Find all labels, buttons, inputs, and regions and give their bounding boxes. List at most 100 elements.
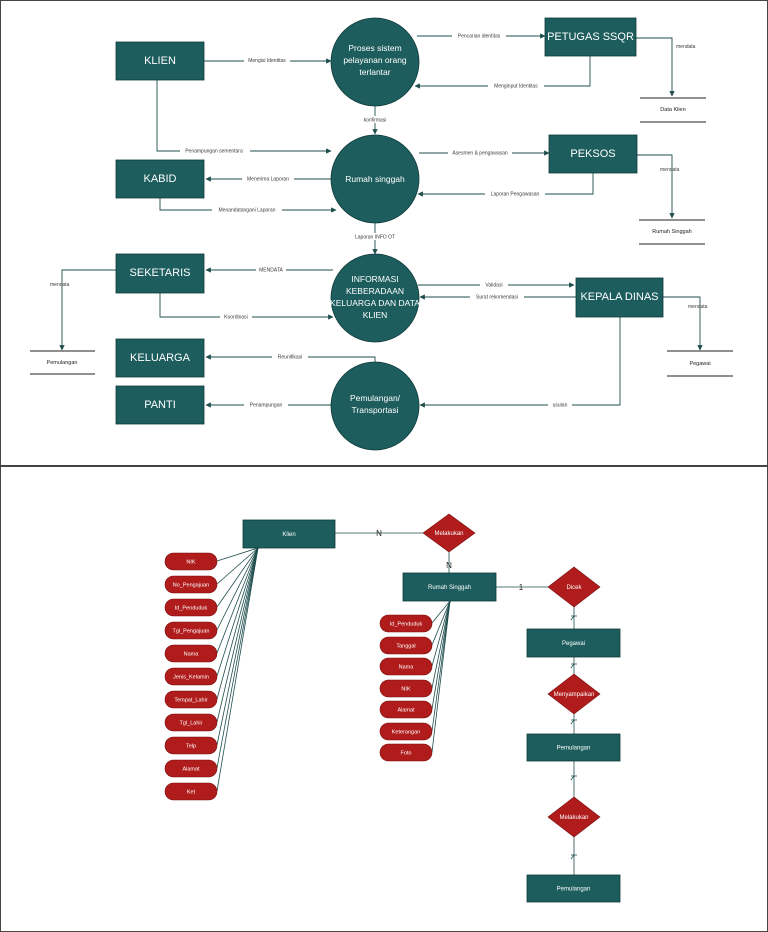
entity-seketaris[interactable]: SEKETARIS	[115, 253, 205, 294]
rs-attribute-links	[431, 600, 451, 753]
label-penampungan-sementara: Penampungan sementara	[185, 149, 243, 155]
cardinality-dicek: 1	[519, 583, 524, 592]
label-mendata-seketaris-store: mendata	[50, 282, 70, 288]
flow-mendata-peksos	[637, 154, 675, 219]
flow-mendata-seketaris-store	[59, 269, 116, 351]
svg-text:Rumah Singgah: Rumah Singgah	[652, 229, 691, 235]
attribute-jenis-kelamin: Jenis_Kelamin	[164, 667, 218, 686]
svg-text:KEBERADAAN: KEBERADAAN	[346, 286, 404, 296]
attribute-nik: NIK	[164, 552, 218, 571]
svg-text:KLIEN: KLIEN	[363, 310, 388, 320]
svg-text:KELUARGA DAN DATA: KELUARGA DAN DATA	[330, 298, 420, 308]
entity-kabid[interactable]: KABID	[115, 159, 205, 199]
klien-attributes: NIK No_Pengajuan Id_Penduduk Tgl_Pengaju…	[164, 552, 218, 801]
erd-entity-rumah-singgah[interactable]: Rumah Singgah	[402, 572, 497, 602]
svg-text:Klien: Klien	[282, 532, 295, 538]
attribute-rs-nik: NIK	[379, 679, 433, 698]
label-surat-rekomendasi: Surat rekomendasi	[476, 295, 518, 301]
svg-text:Pegawai: Pegawai	[562, 641, 585, 647]
klien-attribute-links	[216, 547, 259, 792]
flow-menginput-identitas	[414, 56, 591, 89]
entity-panti[interactable]: PANTI	[115, 385, 205, 425]
attribute-no-pengajuan: No_Pengajuan	[164, 575, 218, 594]
dfd-flow-labels: Mengisi Identitas Pencarian identitas Me…	[50, 32, 708, 409]
label-mendata-seketaris: MENDATA	[259, 268, 283, 274]
svg-text:Id_Penduduk: Id_Penduduk	[390, 622, 423, 628]
label-penampungan: Penampungan	[250, 403, 283, 409]
svg-text:Ket: Ket	[187, 790, 196, 796]
process-pemulangan-transportasi[interactable]: Pemulangan/ Transportasi	[330, 361, 420, 451]
svg-text:Data Klien: Data Klien	[660, 107, 685, 113]
erd-relation-menyampaikan[interactable]: Menyampaikan	[547, 673, 601, 715]
erd-relation-melakukan-1[interactable]: Melakukan	[422, 513, 476, 553]
svg-text:Menyampaikan: Menyampaikan	[554, 692, 595, 698]
process-informasi-keberadaan[interactable]: INFORMASI KEBERADAAN KELUARGA DAN DATA K…	[330, 253, 420, 343]
entity-klien[interactable]: KLIEN	[115, 41, 205, 81]
svg-text:Dicek: Dicek	[566, 585, 582, 591]
flow-mendata-petugas	[636, 37, 675, 97]
entity-petugas-ssqr[interactable]: PETUGAS SSQR	[544, 17, 637, 57]
label-validasi: Validasi	[485, 283, 502, 289]
flow-laporan-pengawasan	[417, 173, 594, 197]
attribute-alamat: Alamat	[164, 759, 218, 778]
store-pemulangan: Pemulangan	[30, 350, 95, 375]
svg-text:PEKSOS: PEKSOS	[570, 148, 615, 160]
attribute-tempat-lahir: Tempat_Lahir	[164, 690, 218, 709]
erd-entity-klien[interactable]: Klien	[242, 519, 336, 549]
svg-text:Pemulangan/: Pemulangan/	[350, 393, 401, 403]
svg-text:Melakukan: Melakukan	[434, 531, 463, 537]
process-rumah-singgah[interactable]: Rumah singgah	[330, 134, 420, 224]
erd-entity-pegawai[interactable]: Pegawai	[526, 628, 621, 658]
svg-text:KLIEN: KLIEN	[144, 55, 176, 67]
attribute-rs-foto: Foto	[379, 743, 433, 762]
svg-text:SEKETARIS: SEKETARIS	[130, 267, 191, 279]
store-data-klien: Data Klien	[640, 97, 706, 123]
svg-text:terlantar: terlantar	[359, 67, 390, 77]
label-laporan-pengawasan: Laporan Pengawasan	[491, 192, 540, 198]
attribute-nama: Nama	[164, 644, 218, 663]
attribute-tgl-lahir: Tgl_Lahir	[164, 713, 218, 732]
flow-koordinasi	[159, 293, 334, 320]
label-menerima-laporan: Menerima Laporan	[247, 177, 289, 183]
svg-text:KABID: KABID	[143, 173, 176, 185]
svg-text:Pemulangan: Pemulangan	[47, 360, 78, 366]
svg-text:Pemulangan: Pemulangan	[557, 746, 591, 752]
svg-text:Transportasi: Transportasi	[352, 405, 399, 415]
svg-text:Tempat_Lahir: Tempat_Lahir	[174, 698, 207, 704]
flow-reunifikasi	[205, 354, 376, 363]
svg-text:INFORMASI: INFORMASI	[351, 274, 398, 284]
svg-text:PANTI: PANTI	[144, 399, 176, 411]
entity-keluarga[interactable]: KELUARGA	[115, 338, 205, 378]
label-mengisi-identitas: Mengisi Identitas	[248, 58, 286, 64]
rs-attributes: Id_Penduduk Tanggal Nama NIK Alamat Kete…	[379, 614, 433, 762]
erd-relation-melakukan-2[interactable]: Melakukan	[547, 796, 601, 838]
entity-peksos[interactable]: PEKSOS	[548, 134, 638, 174]
svg-text:Melakukan: Melakukan	[559, 815, 588, 821]
flow-penampungan-sementara	[156, 80, 332, 154]
svg-text:Telp: Telp	[186, 744, 196, 750]
label-konfirmasi: konfirmasi	[364, 118, 387, 124]
erd-relation-dicek[interactable]: Dicek	[547, 566, 601, 608]
svg-text:Alamat: Alamat	[397, 708, 415, 714]
label-koordinasi: Koordinasi	[224, 315, 248, 321]
process-proses-sistem[interactable]: Proses sistem pelayanan orang terlantar	[330, 17, 420, 107]
attribute-ket: Ket	[164, 782, 218, 801]
svg-text:Tanggal: Tanggal	[396, 644, 415, 650]
store-rumah-singgah: Rumah Singgah	[639, 219, 705, 245]
label-asesmen: Asesmen & pengawasan	[452, 151, 508, 157]
svg-text:PETUGAS SSQR: PETUGAS SSQR	[547, 31, 634, 43]
svg-text:Keterangan: Keterangan	[392, 730, 420, 736]
erd-entity-pemulangan-2[interactable]: Pemulangan	[526, 874, 621, 903]
svg-text:Rumah Singgah: Rumah Singgah	[428, 585, 471, 591]
svg-text:Pegawai: Pegawai	[689, 361, 710, 367]
svg-text:pelayanan orang: pelayanan orang	[343, 55, 407, 65]
svg-text:Nama: Nama	[184, 652, 200, 658]
svg-text:Alamat: Alamat	[182, 767, 200, 773]
erd-entity-pemulangan-1[interactable]: Pemulangan	[526, 733, 621, 762]
store-pegawai: Pegawai	[667, 350, 733, 377]
svg-text:Proses sistem: Proses sistem	[348, 43, 401, 53]
entity-kepala-dinas[interactable]: KEPALA DINAS	[575, 277, 664, 318]
attribute-rs-nama: Nama	[379, 657, 433, 676]
cardinality-klien: N	[376, 529, 382, 538]
